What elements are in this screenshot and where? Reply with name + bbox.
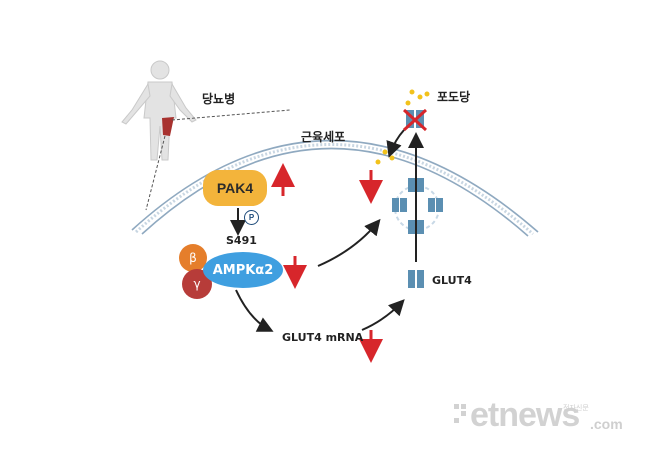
thigh-muscle-icon xyxy=(162,117,174,136)
etnews-logo-domain: .com xyxy=(590,416,623,432)
human-body-icon xyxy=(121,60,197,161)
zoom-line-bottom xyxy=(145,135,166,211)
beta-subunit: β xyxy=(179,244,207,272)
etnews-logo-sub: 전자신문 xyxy=(563,404,589,412)
diabetes-label: 당뇨병 xyxy=(202,92,236,106)
glucose-uptake-arrow xyxy=(386,129,405,158)
ampk-alpha2-node: AMPKα2 xyxy=(203,252,283,288)
glut4-mrna-label: GLUT4 mRNA xyxy=(282,331,364,344)
ampk-to-mrna-arrow xyxy=(235,289,274,332)
ampk-to-translocation-arrow xyxy=(317,218,381,267)
cell-membrane xyxy=(131,139,539,237)
s491-label: S491 xyxy=(226,234,257,247)
glucose-label: 포도당 xyxy=(437,90,471,104)
vesicle-transporters xyxy=(392,178,443,234)
glut4-protein-icon xyxy=(408,270,424,288)
pak4-node: PAK4 xyxy=(203,170,267,206)
mrna-to-protein-arrow xyxy=(361,299,405,331)
muscle-cell-label: 근육세포 xyxy=(301,130,346,144)
membrane-glut4-transporter xyxy=(402,108,428,132)
glut4-label: GLUT4 xyxy=(432,274,472,287)
phosphate-badge: P xyxy=(244,210,259,225)
etnews-logo: etnews xyxy=(470,396,580,434)
watermark-dots-icon xyxy=(454,404,466,423)
